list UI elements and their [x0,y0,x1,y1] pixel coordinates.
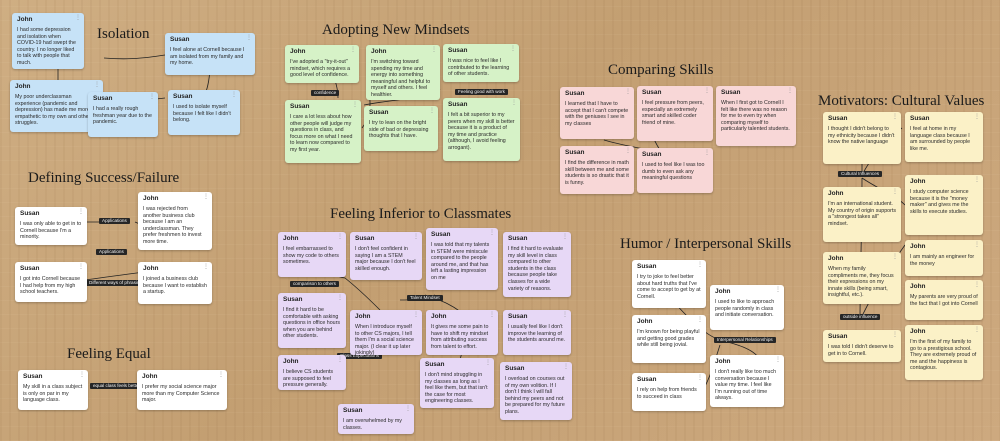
cluster-title-isolation: Isolation [97,26,150,42]
tag-feeling-good[interactable]: Feeling good with work [455,89,508,95]
tag-applications-2[interactable]: Applications [96,249,127,255]
cluster-title-defining-success: Defining Success/Failure [28,170,180,186]
tag-confidence[interactable]: confidence [311,90,340,96]
tag-talent-mindset[interactable]: Talent Mindset [407,295,443,301]
tag-interpersonal[interactable]: Interpersonal Relationships [714,337,776,343]
cluster-title-humor: Humor / Interpersonal Skills [620,236,792,252]
tag-class-expectations[interactable]: Class Expectations [337,353,383,359]
tag-outside-influence[interactable]: outside influence [840,314,881,320]
tag-applications-1[interactable]: Applications [99,218,130,224]
cluster-title-adopting-new-mindsets: Adopting New Mindsets [322,22,470,38]
cluster-title-feeling-equal: Feeling Equal [67,346,151,362]
tag-comparison[interactable]: comparison to others [290,281,339,287]
cluster-title-feeling-inferior: Feeling Inferior to Classmates [330,206,512,222]
tag-different-ways[interactable]: Different ways of phrasing [86,280,146,286]
cluster-title-motivators: Motivators: Cultural Values [818,93,985,109]
cluster-title-comparing-skills: Comparing Skills [608,62,714,78]
tag-cultural-influences[interactable]: Cultural Influences [838,171,883,177]
tag-equal-class[interactable]: equal class feels better [90,383,143,389]
